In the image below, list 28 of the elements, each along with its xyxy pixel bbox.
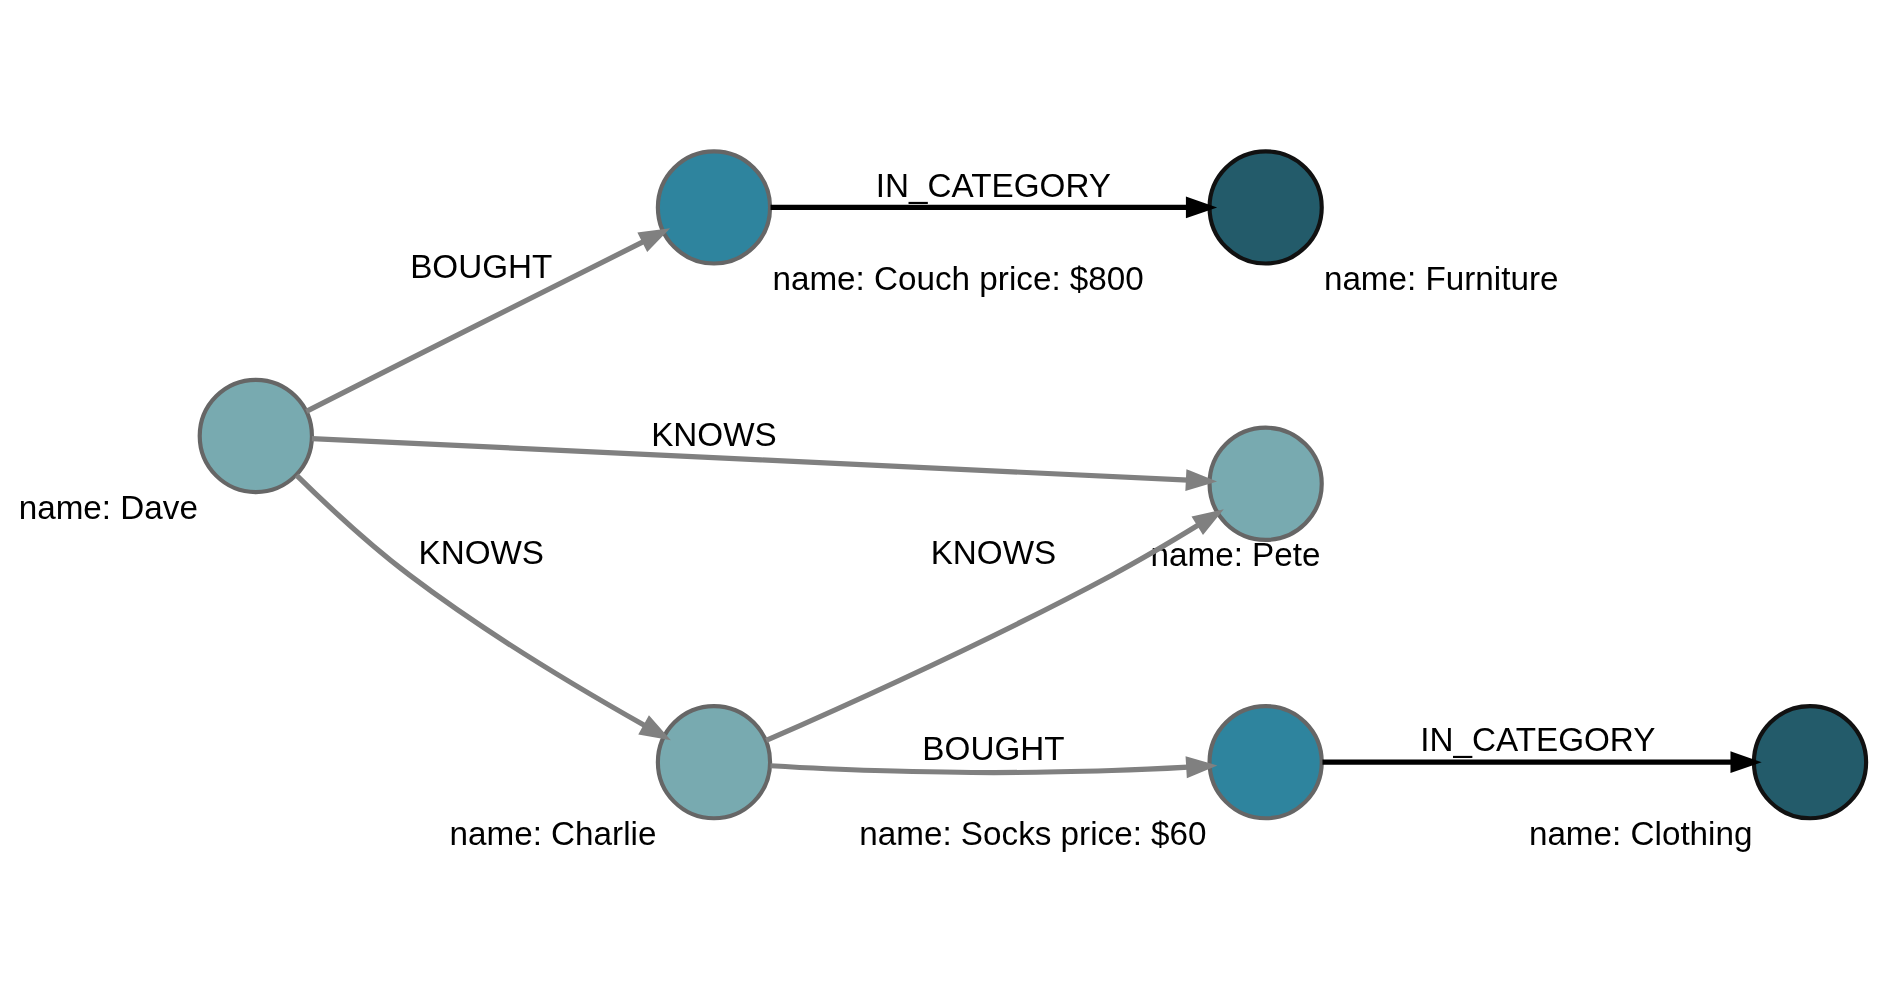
edge-label: BOUGHT <box>922 729 1065 767</box>
node-circle <box>197 377 314 494</box>
arrow <box>770 196 1218 218</box>
node-label: name: Socks price: $60 <box>859 814 1207 852</box>
edge-label: IN_CATEGORY <box>875 166 1112 204</box>
edge-label: IN_CATEGORY <box>1420 720 1656 758</box>
arrow <box>305 227 671 414</box>
node-circle <box>655 148 773 266</box>
node-label: name: Furniture <box>1323 259 1559 297</box>
node-label: name: Dave <box>18 488 198 526</box>
node-circle <box>1207 425 1324 542</box>
node-circle <box>1751 703 1869 820</box>
node-circle <box>1207 703 1324 820</box>
node-label: name: Couch price: $800 <box>772 259 1144 297</box>
arrow <box>311 435 1218 491</box>
node-circle <box>1207 148 1324 266</box>
node-circle <box>655 703 773 820</box>
node-label: name: Clothing <box>1528 814 1753 852</box>
edge-label: KNOWS <box>651 415 777 453</box>
arrow <box>1322 750 1762 773</box>
edge-label: KNOWS <box>418 533 545 571</box>
arrow <box>294 473 671 740</box>
node-label: name: Charlie <box>449 814 657 852</box>
edge-label: KNOWS <box>930 533 1057 571</box>
node-label: name: Pete <box>1150 535 1321 573</box>
edge-label: BOUGHT <box>410 247 553 285</box>
arrow <box>765 508 1224 743</box>
arrow <box>770 755 1218 778</box>
